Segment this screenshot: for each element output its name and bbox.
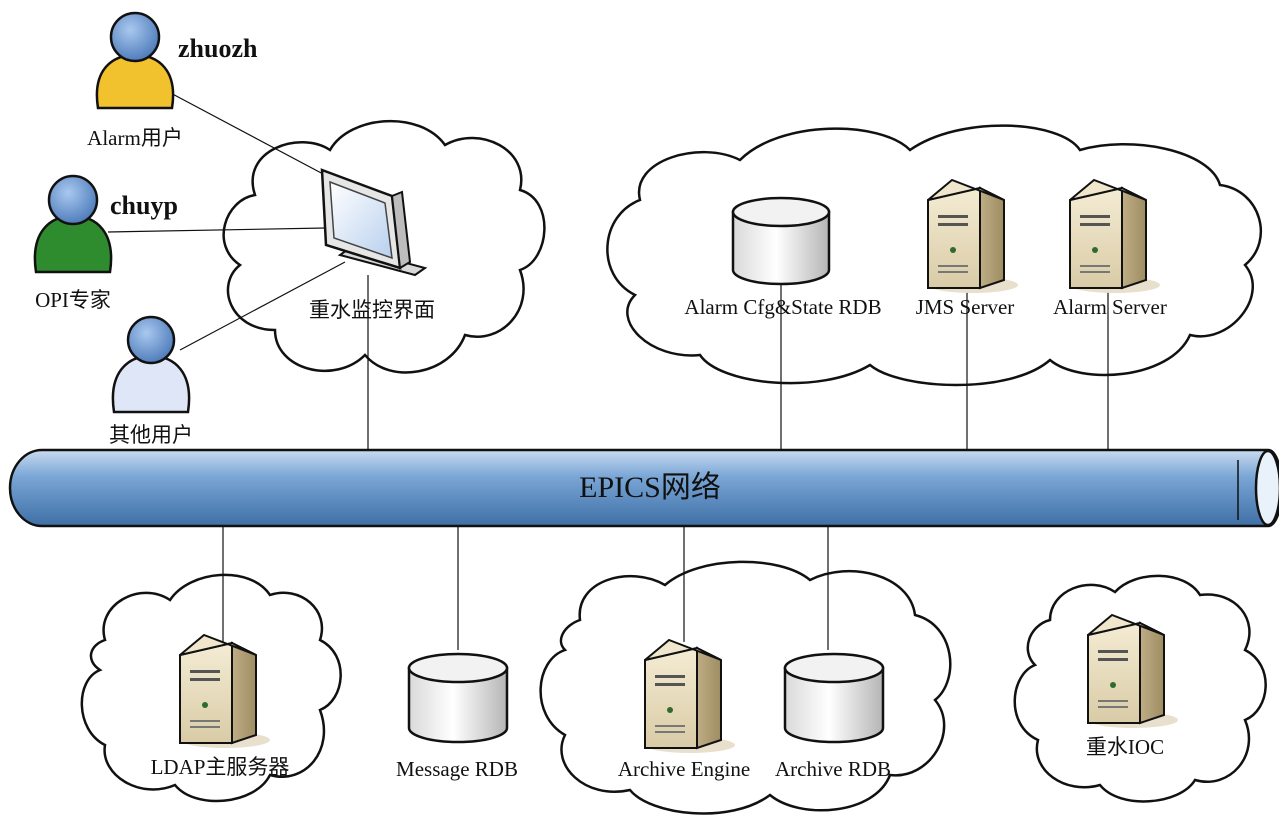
alarm-server-label: Alarm Server: [1053, 295, 1167, 319]
alarm-rdb-icon: [731, 196, 831, 286]
alarm-server-icon: [1069, 178, 1160, 293]
ioc-server-icon: [1087, 613, 1178, 728]
user-zhuozh-icon: [95, 11, 175, 110]
link-zhuozh-monitor: [164, 89, 326, 176]
ldap-label: LDAP主服务器: [150, 755, 290, 779]
archive-rdb-icon: [783, 652, 885, 744]
user-chuyp-icon: [33, 174, 113, 274]
link-other-monitor: [179, 261, 346, 351]
ioc-label: 重水IOC: [1085, 735, 1165, 759]
epics-network-pipe: [8, 448, 1279, 528]
ldap-server-icon: [179, 633, 270, 748]
jms-server-label: JMS Server: [915, 295, 1015, 319]
jms-server-icon: [927, 178, 1018, 293]
user-other-role: 其他用户: [109, 423, 193, 447]
user-zhuozh-role: Alarm用户: [87, 126, 183, 150]
monitor-icon: [320, 168, 428, 277]
epics-network-label: EPICS网络: [579, 471, 721, 504]
user-chuyp-name: chuyp: [110, 191, 178, 220]
user-zhuozh-name: zhuozh: [178, 34, 258, 63]
archive-rdb-label: Archive RDB: [774, 757, 892, 781]
user-chuyp-role: OPI专家: [35, 288, 111, 312]
monitor-label: 重水监控界面: [309, 298, 435, 322]
link-chuyp-monitor: [107, 227, 326, 233]
alarm-rdb-label: Alarm Cfg&State RDB: [684, 295, 882, 319]
archive-cloud: [539, 560, 952, 815]
archive-engine-label: Archive Engine: [617, 757, 751, 781]
message-rdb-label: Message RDB: [396, 757, 518, 781]
user-other-icon: [111, 315, 191, 414]
archive-engine-server-icon: [644, 638, 735, 753]
connection-lines: [107, 89, 1109, 650]
message-rdb-icon: [407, 652, 509, 744]
